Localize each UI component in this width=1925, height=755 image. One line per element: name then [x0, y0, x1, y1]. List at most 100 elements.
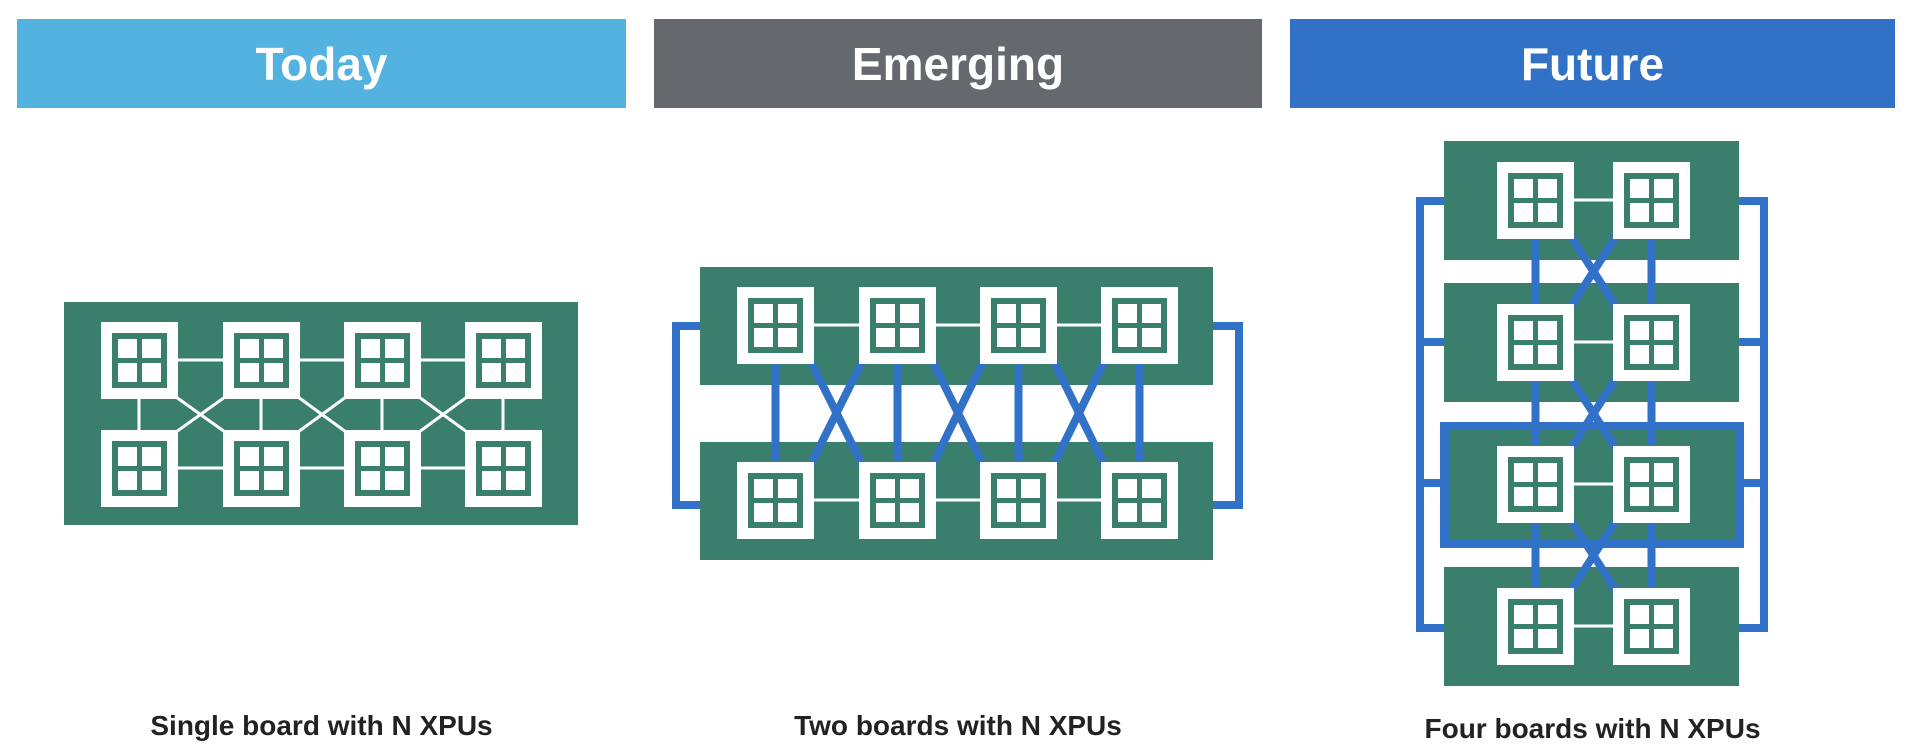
xpu-chip-icon [980, 287, 1057, 364]
xpu-core-cell [1630, 321, 1649, 340]
xpu-core-cell [1630, 179, 1649, 198]
xpu-core-cell [264, 339, 283, 358]
xpu-core-cell [361, 339, 380, 358]
xpu-core-cell [1142, 479, 1161, 498]
xpu-core-cell [1630, 203, 1649, 222]
xpu-core-cell [1630, 629, 1649, 648]
xpu-core-cell [1142, 503, 1161, 522]
xpu-core-cell [1654, 629, 1673, 648]
xpu-core-cell [142, 363, 161, 382]
xpu-core-cell [1630, 345, 1649, 364]
xpu-core-cell [1021, 503, 1040, 522]
xpu-chip-icon [465, 430, 542, 507]
xpu-core-cell [1021, 479, 1040, 498]
xpu-chip-icon [344, 430, 421, 507]
xpu-core-cell [240, 339, 259, 358]
xpu-core-cell [997, 304, 1016, 323]
header-future: Future [1290, 19, 1895, 108]
xpu-core-cell [1538, 203, 1557, 222]
xpu-chip-icon [1101, 462, 1178, 539]
inter-board-link-diagonal [1049, 358, 1109, 468]
xpu-chip-icon [1613, 588, 1690, 665]
xpu-core-cell [240, 363, 259, 382]
xpu-core-cell [264, 471, 283, 490]
xpu-core-cell [1538, 605, 1557, 624]
xpu-core-cell [361, 471, 380, 490]
inter-board-link-diagonal [1566, 374, 1621, 453]
loop-link-left [672, 322, 700, 509]
header-today: Today [17, 19, 626, 108]
xpu-core-cell [1514, 463, 1533, 482]
xpu-core-cell [240, 447, 259, 466]
xpu-core-cell [997, 479, 1016, 498]
xpu-core-cell [264, 447, 283, 466]
xpu-core-cell [506, 447, 525, 466]
xpu-core-cell [482, 363, 501, 382]
xpu-chip-icon [859, 287, 936, 364]
xpu-core-cell [1630, 487, 1649, 506]
xpu-core-cell [778, 304, 797, 323]
link-diagonal [175, 395, 226, 434]
xpu-chip-icon [101, 322, 178, 399]
caption-future: Four boards with N XPUs [1424, 713, 1761, 744]
link-diagonal [418, 395, 468, 434]
xpu-core-cell [506, 363, 525, 382]
xpu-chip-icon [344, 322, 421, 399]
xpu-core-cell [385, 471, 404, 490]
xpu-core-cell [900, 328, 919, 347]
xpu-core-cell [997, 503, 1016, 522]
xpu-core-cell [1630, 463, 1649, 482]
today-topology [64, 302, 578, 525]
xpu-chip-icon [737, 287, 814, 364]
caption-emerging: Two boards with N XPUs [794, 710, 1122, 741]
xpu-chip-icon [1613, 446, 1690, 523]
xpu-core-cell [997, 328, 1016, 347]
xpu-core-cell [1630, 605, 1649, 624]
xpu-core-cell [1514, 629, 1533, 648]
xpu-chip-icon [223, 322, 300, 399]
xpu-core-cell [1538, 179, 1557, 198]
future-topology [1416, 141, 1768, 686]
inter-board-link-diagonal [1566, 516, 1621, 595]
xpu-core-cell [1514, 605, 1533, 624]
xpu-core-cell [118, 339, 137, 358]
loop-link-right [1739, 197, 1768, 632]
xpu-core-cell [778, 503, 797, 522]
xpu-core-cell [1538, 629, 1557, 648]
xpu-core-cell [754, 328, 773, 347]
xpu-core-cell [1021, 328, 1040, 347]
xpu-chip-icon [1497, 446, 1574, 523]
inter-board-link-diagonal [1566, 232, 1621, 311]
link-diagonal [297, 395, 347, 434]
xpu-core-cell [754, 304, 773, 323]
xpu-core-cell [361, 363, 380, 382]
xpu-core-cell [1142, 328, 1161, 347]
xpu-core-cell [385, 363, 404, 382]
xpu-core-cell [1654, 203, 1673, 222]
xpu-core-cell [361, 447, 380, 466]
xpu-core-cell [506, 471, 525, 490]
loop-link-left [1416, 197, 1444, 632]
xpu-core-cell [482, 471, 501, 490]
xpu-core-cell [1142, 304, 1161, 323]
xpu-core-cell [118, 363, 137, 382]
xpu-core-cell [1654, 179, 1673, 198]
xpu-core-cell [385, 339, 404, 358]
xpu-core-cell [778, 328, 797, 347]
xpu-core-cell [900, 479, 919, 498]
inter-board-link-diagonal [928, 358, 988, 468]
xpu-chip-icon [1613, 304, 1690, 381]
xpu-core-cell [1538, 487, 1557, 506]
xpu-core-cell [1118, 479, 1137, 498]
xpu-core-cell [118, 447, 137, 466]
xpu-chip-icon [1613, 162, 1690, 239]
xpu-chip-icon [101, 430, 178, 507]
xpu-core-cell [142, 339, 161, 358]
xpu-core-cell [1118, 304, 1137, 323]
xpu-core-cell [876, 304, 895, 323]
xpu-core-cell [264, 363, 283, 382]
xpu-core-cell [754, 503, 773, 522]
loop-link-right [1213, 322, 1243, 509]
xpu-core-cell [506, 339, 525, 358]
